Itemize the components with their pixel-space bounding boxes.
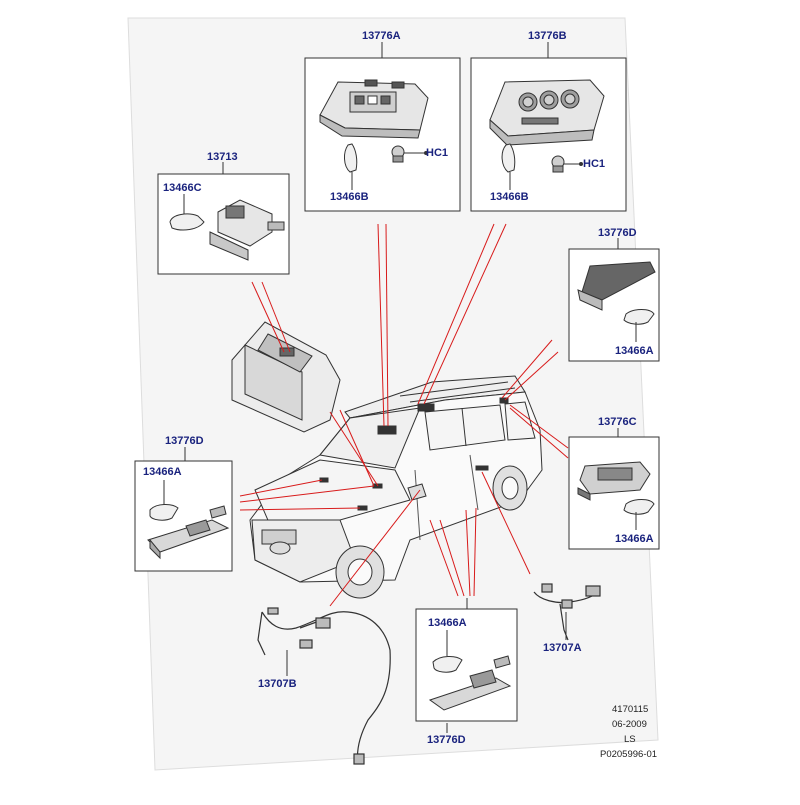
callout-13707a: 13707A [543,642,582,654]
footer-code: LS [624,734,636,745]
connector-dot-b [579,162,583,166]
callout-13776b: 13776B [528,30,567,42]
door-lamp-left-illustration [147,504,230,560]
title-leaders [184,42,619,733]
footer-ref: 4170115 [612,704,649,715]
footer-drawing-number: P0205996-01 [600,749,658,760]
callout-13776d-bottom: 13776D [427,734,466,746]
callout-hc1-b: HC1 [583,158,606,170]
map-lamp-c-illustration [577,461,655,515]
red-leader-lines [239,223,569,607]
overhead-console-b-illustration [489,79,605,173]
harness-13707b-illustration [257,607,391,765]
callout-13776d-left: 13776D [165,435,204,447]
callout-13466a-bottom: 13466A [428,617,467,629]
glovebox-illustration [231,321,341,433]
connector-dot-a [424,151,428,155]
glovebox-lamp-illustration [169,199,285,261]
callout-13466a-right-upper: 13466A [615,345,654,357]
callout-13776c: 13776C [598,416,637,428]
callout-13466b-a: 13466B [330,191,369,203]
callout-13776a: 13776A [362,30,401,42]
door-lamp-bottom-illustration [428,655,512,711]
callout-13466b-b: 13466B [490,191,529,203]
footwell-lamp-d-illustration [577,261,656,325]
callout-13776d-right: 13776D [598,227,637,239]
callout-13466a-right-lower: 13466A [615,533,654,545]
overhead-console-a-illustration [319,79,429,173]
bulb-leaders [163,172,637,656]
footer-date: 06-2009 [612,719,647,730]
callout-13466a-left: 13466A [143,466,182,478]
harness-13707a-illustration [533,583,601,641]
callout-13707b: 13707B [258,678,297,690]
callout-13713: 13713 [207,151,238,163]
callout-13466c: 13466C [163,182,202,194]
callout-hc1-a: HC1 [426,147,449,159]
